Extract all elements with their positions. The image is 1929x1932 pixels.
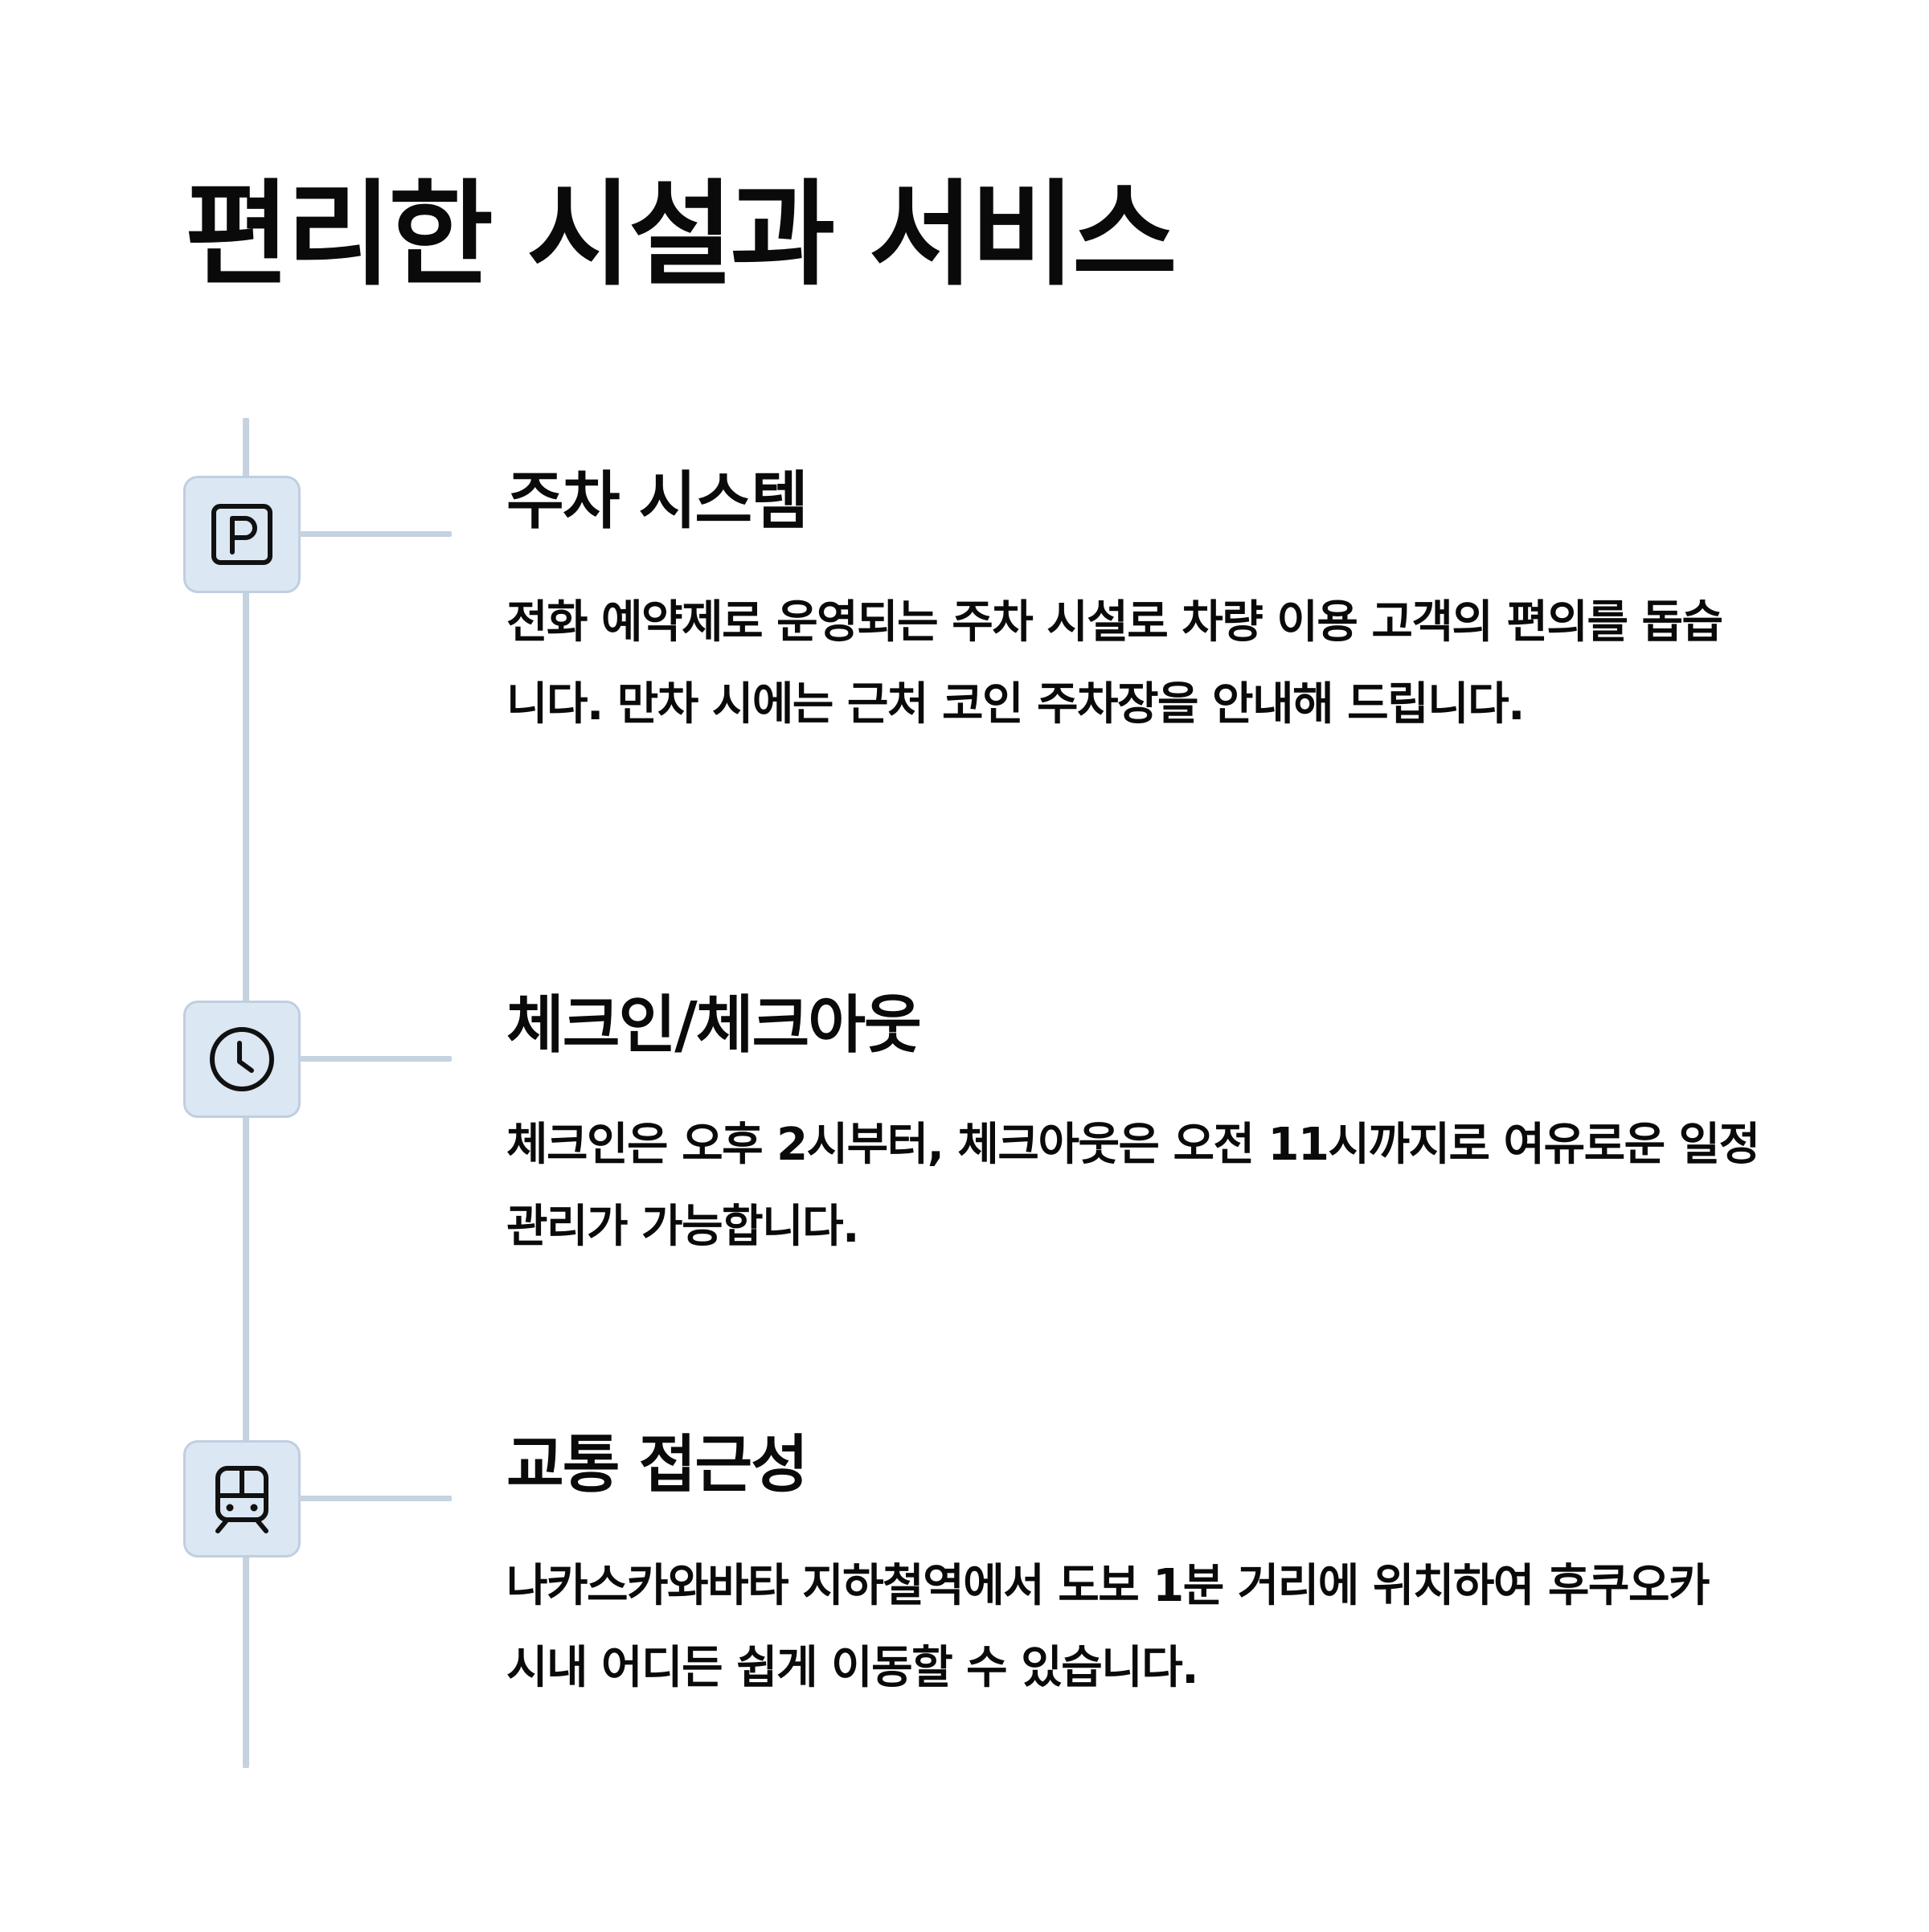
train-icon-box: [183, 1440, 301, 1557]
item-description: 체크인은 오후 2시부터, 체크아웃은 오전 11시까지로 여유로운 일정 관리…: [506, 1119, 1760, 1253]
parking-icon-box: [183, 476, 301, 593]
item-title: 주차 시스템: [506, 465, 809, 538]
page-title: 편리한 시설과 서비스: [185, 169, 1177, 301]
clock-icon-box: [183, 1001, 301, 1118]
connector-line: [299, 531, 452, 537]
item-title: 체크인/체크아웃: [506, 989, 922, 1062]
item-description: 나카스카와바타 지하철역에서 도보 1분 거리에 위치하여 후쿠오카 시내 어디…: [506, 1560, 1710, 1694]
train-icon: [215, 1466, 268, 1533]
parking-icon: [211, 504, 272, 565]
connector-line: [299, 1496, 452, 1501]
item-title: 교통 접근성: [506, 1429, 809, 1501]
item-description: 전화 예약제로 운영되는 주차 시설로 차량 이용 고객의 편의를 돕습니다. …: [506, 596, 1723, 731]
clock-icon: [210, 1027, 274, 1091]
connector-line: [299, 1056, 452, 1062]
